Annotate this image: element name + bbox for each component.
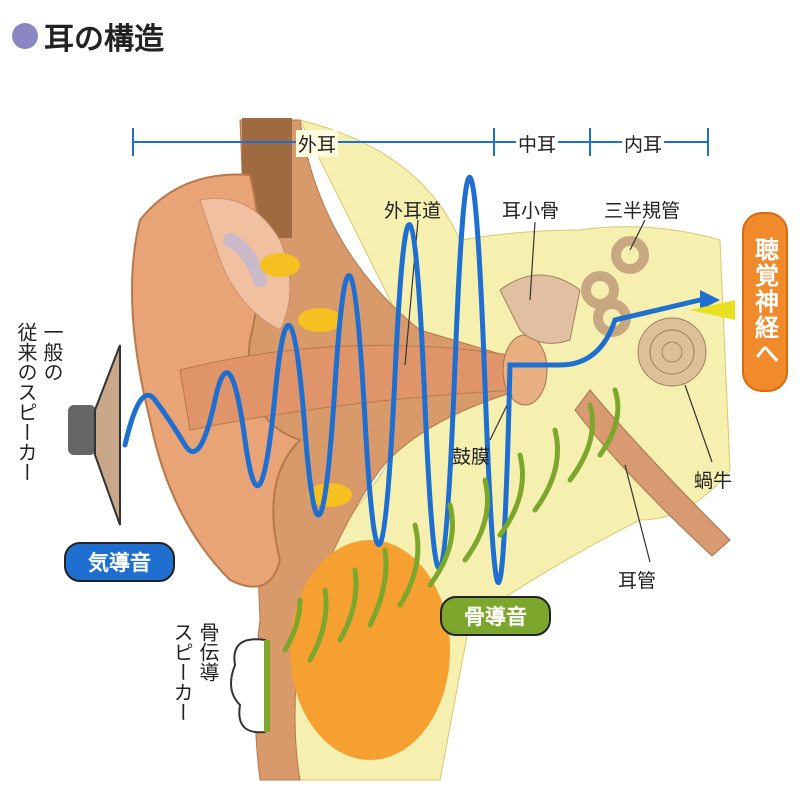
label-ossicles: 耳小骨 — [502, 200, 560, 222]
to-auditory-nerve-label: 聴覚神経へ — [742, 212, 788, 392]
bone-speaker-line2: スピーカー — [170, 622, 194, 722]
label-outer-ear: 外耳 — [296, 130, 339, 157]
label-middle-ear: 中耳 — [516, 130, 559, 157]
conventional-speaker-line1: 一般の — [40, 322, 64, 382]
title-text: 耳の構造 — [44, 22, 164, 57]
fat-tissue — [290, 540, 450, 760]
label-cochlea: 蝸牛 — [694, 470, 733, 492]
head-skin — [239, 119, 521, 781]
title-bullet-icon — [12, 23, 38, 49]
conventional-speaker-line2: 従来のスピーカー — [14, 322, 38, 482]
bone-speaker-line1: 骨伝導 — [196, 622, 220, 682]
label-semicircular-canals: 三半規管 — [604, 200, 681, 222]
label-ear-canal: 外耳道 — [384, 200, 442, 222]
ossicles-shape — [499, 274, 581, 344]
nerve-arrow — [690, 300, 735, 320]
bone-conduction-waves — [282, 387, 621, 663]
bone-conduction-badge: 骨導音 — [440, 596, 551, 636]
air-conduction-badge: 気導音 — [64, 542, 175, 582]
label-inner-ear: 内耳 — [622, 130, 665, 157]
label-eardrum: 鼓膜 — [452, 446, 491, 468]
page-title: 耳の構造 — [12, 14, 164, 58]
conventional-speaker-label: 一般の 従来のスピーカー — [14, 322, 64, 482]
section-ruler — [132, 128, 709, 156]
bone-speaker-label: 骨伝導 スピーカー — [170, 622, 220, 722]
bone-conduction-speaker-icon — [230, 638, 270, 734]
air-conduction-wave — [122, 175, 703, 585]
conventional-speaker-icon — [68, 344, 121, 526]
label-eustachian-tube: 耳管 — [618, 570, 657, 592]
cochlea-shape — [637, 317, 707, 387]
